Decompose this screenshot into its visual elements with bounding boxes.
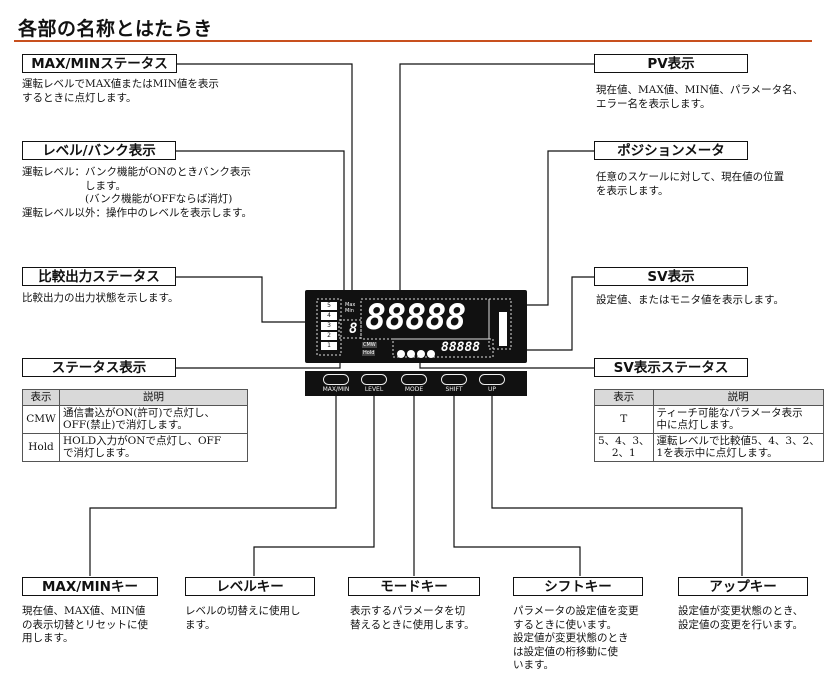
- compare-output-label: 比較出力ステータス: [22, 267, 176, 286]
- position-meter-label: ポジションメータ: [594, 141, 748, 160]
- sv-desc: 運転レベルで比較値5、4、3、2、 1を表示中に点灯します。: [652, 432, 824, 462]
- shift-key[interactable]: [441, 374, 467, 385]
- table-row: Hold HOLD入力がONで点灯し、OFF で消灯します。: [22, 432, 248, 462]
- level-key-panel-label: LEVEL: [364, 386, 384, 393]
- display-frame: [316, 298, 512, 358]
- up-key-desc: 設定値が変更状態のとき、 設定値の変更を行います。: [678, 605, 804, 631]
- position-meter-desc: 任意のスケールに対して、現在値の位置 を表示します。: [596, 171, 785, 197]
- maxmin-key-label: MAX/MINキー: [22, 577, 158, 596]
- sv-status-table: 表示 説明 T ティーチ可能なパラメータ表示 中に点灯します。 5、4、3、 2…: [594, 389, 824, 462]
- sv-status-indicators: [397, 343, 441, 358]
- sv-desc: 設定値、またはモニタ値を表示します。: [596, 294, 784, 306]
- level-key[interactable]: [361, 374, 387, 385]
- status-key: CMW: [22, 404, 60, 434]
- status-table-header-desc: 説明: [59, 389, 248, 406]
- shift-key-desc: パラメータの設定値を変更 するときに使います。 設定値が変更状態のとき は設定値…: [513, 605, 639, 671]
- maxmin-key[interactable]: [323, 374, 349, 385]
- pv-digits: 88888: [365, 298, 466, 338]
- sv-status-label: SV表示ステータス: [594, 358, 748, 377]
- maxmin-status-label: MAX/MINステータス: [22, 54, 177, 73]
- table-row: 5、4、3、 2、1 運転レベルで比較値5、4、3、2、 1を表示中に点灯します…: [594, 432, 824, 462]
- shift-key-panel-label: SHIFT: [445, 386, 463, 393]
- sv-status-dot: [397, 350, 405, 358]
- maxmin-key-panel-label: MAX/MIN: [322, 386, 350, 393]
- hold-indicator: Hold: [362, 350, 376, 356]
- maxmin-key-desc: 現在値、MAX値、MIN値 の表示切替とリセットに使 用します。: [22, 605, 148, 644]
- sv-table-header-desc: 説明: [652, 389, 824, 406]
- level-key-desc: レベルの切替えに使用し ます。: [185, 605, 301, 631]
- compare-output-desc: 比較出力の出力状態を示します。: [22, 292, 179, 304]
- status-desc: HOLD入力がONで点灯し、OFF で消灯します。: [59, 432, 248, 462]
- compare-indicator: 4: [321, 312, 337, 320]
- pv-label: PV表示: [594, 54, 748, 73]
- shift-key-label: シフトキー: [513, 577, 643, 596]
- mode-key-panel-label: MODE: [404, 386, 424, 393]
- compare-indicator: 2: [321, 332, 337, 340]
- compare-output-indicators: 5 4 3 2 1: [321, 302, 337, 350]
- up-key-label: アップキー: [678, 577, 808, 596]
- sv-key: 5、4、3、 2、1: [594, 432, 654, 462]
- status-key: Hold: [22, 432, 60, 462]
- sv-digits: 88888: [441, 340, 481, 355]
- mode-key-label: モードキー: [348, 577, 480, 596]
- status-display-label: ステータス表示: [22, 358, 176, 377]
- sv-table-header-key: 表示: [594, 389, 654, 406]
- cmw-indicator: CMW: [362, 342, 377, 348]
- level-key-label: レベルキー: [185, 577, 315, 596]
- table-row: T ティーチ可能なパラメータ表示 中に点灯します。: [594, 404, 824, 434]
- compare-indicator: 5: [321, 302, 337, 310]
- status-desc: 通信書込がON(許可)で点灯し、 OFF(禁止)で消灯します。: [59, 404, 248, 434]
- mode-key[interactable]: [401, 374, 427, 385]
- panel-meter-display: 5 4 3 2 1 Max Min 8 88888 88888 CMW Hold: [305, 290, 527, 363]
- up-key[interactable]: [479, 374, 505, 385]
- level-digit: 8: [349, 321, 358, 337]
- sv-status-dot: [427, 350, 435, 358]
- mode-key-desc: 表示するパラメータを切 替えるときに使用します。: [350, 605, 475, 631]
- sv-status-dot: [417, 350, 425, 358]
- table-row: CMW 通信書込がON(許可)で点灯し、 OFF(禁止)で消灯します。: [22, 404, 248, 434]
- compare-indicator: 1: [321, 342, 337, 350]
- sv-status-dot: [407, 350, 415, 358]
- sv-label: SV表示: [594, 267, 748, 286]
- pv-desc: 現在値、MAX値、MIN値、パラメータ名、 エラー名を表示します。: [596, 84, 804, 110]
- maxmin-marks: Max Min: [345, 302, 356, 314]
- page-title: 各部の名称とはたらき: [18, 18, 213, 40]
- status-table-header-key: 表示: [22, 389, 60, 406]
- up-key-panel-label: UP: [487, 386, 496, 393]
- sv-desc: ティーチ可能なパラメータ表示 中に点灯します。: [652, 404, 824, 434]
- status-table: 表示 説明 CMW 通信書込がON(許可)で点灯し、 OFF(禁止)で消灯します…: [22, 389, 248, 462]
- level-bank-label: レベル/バンク表示: [22, 141, 176, 160]
- sv-key: T: [594, 404, 654, 434]
- title-rule: [14, 40, 812, 42]
- compare-indicator: 3: [321, 322, 337, 330]
- level-bank-desc: 運転レベル：バンク機能がONのときバンク表示 します。 (バンク機能がOFFなら…: [22, 166, 252, 219]
- maxmin-status-desc: 運転レベルでMAX値またはMIN値を表示 するときに点灯します。: [22, 78, 219, 104]
